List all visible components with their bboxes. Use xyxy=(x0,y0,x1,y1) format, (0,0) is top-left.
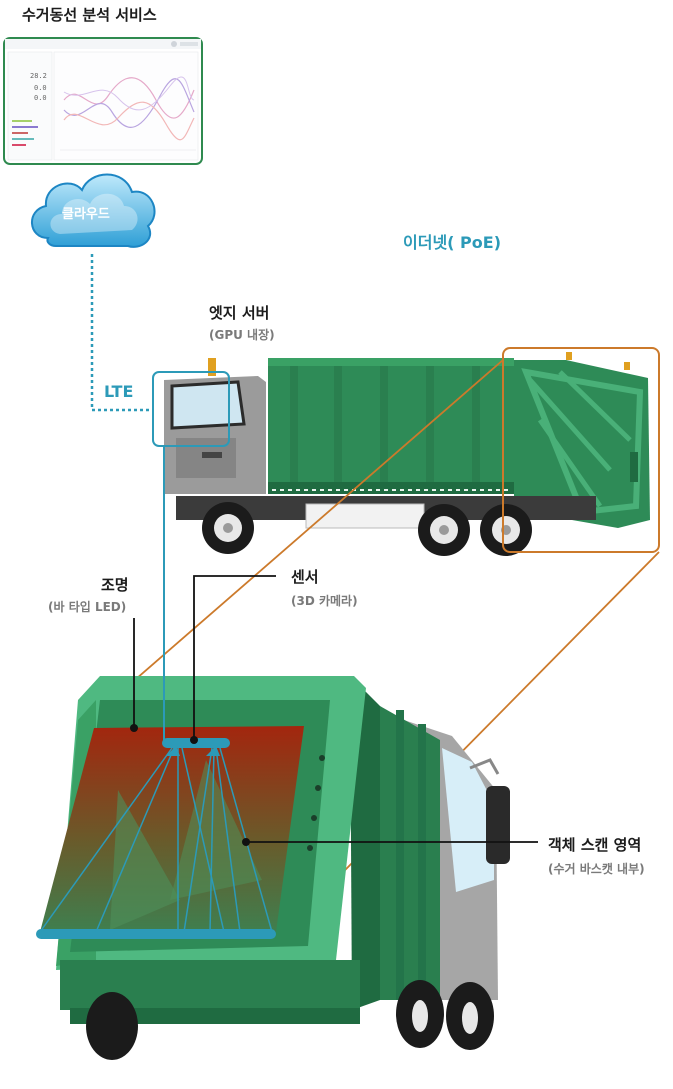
scan-area-title: 객체 스캔 영역 xyxy=(548,836,642,854)
sensor-leader xyxy=(193,575,276,740)
cloud-label: 클라우드 xyxy=(62,207,110,222)
scan-area-subtitle: (수거 바스캣 내부) xyxy=(548,862,645,876)
service-title: 수거동선 분석 서비스 xyxy=(22,6,157,24)
dashboard-value-1: 28.2 xyxy=(30,72,47,80)
lighting-subtitle: (바 타입 LED) xyxy=(48,600,127,614)
large-truck-illustration xyxy=(40,676,510,1060)
edge-server-title: 엣지 서버 xyxy=(209,304,270,322)
ethernet-label: 이더넷( PoE) xyxy=(403,233,502,252)
edge-server-highlight xyxy=(152,371,230,447)
zoom-line-left xyxy=(97,359,504,713)
lte-label: LTE xyxy=(104,382,134,401)
dashboard-value-2: 0.0 xyxy=(34,84,47,92)
lighting-title: 조명 xyxy=(101,576,129,594)
hopper-callout-box xyxy=(502,347,660,553)
dashboard-value-3: 0.0 xyxy=(34,94,47,102)
cloud-icon xyxy=(31,173,156,248)
edge-server-subtitle: (GPU 내장) xyxy=(209,328,275,342)
dashboard-window xyxy=(3,37,203,165)
sensor-subtitle: (3D 카메라) xyxy=(291,594,358,608)
lte-link xyxy=(90,254,152,412)
truck-icon xyxy=(164,352,650,556)
sensor-title: 센서 xyxy=(291,568,319,586)
